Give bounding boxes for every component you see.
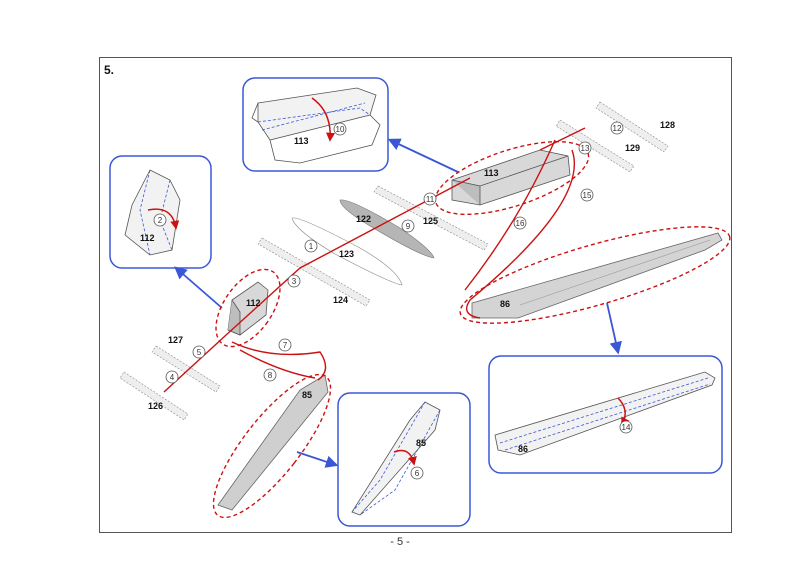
svg-text:4: 4 <box>170 373 175 382</box>
page-number: - 5 - <box>390 536 410 548</box>
part-label: 113 <box>294 136 309 146</box>
step-circle: 11 <box>423 192 437 206</box>
instruction-frame <box>99 57 732 533</box>
inset-112-fold-arrow <box>147 208 180 230</box>
highlight-85 <box>212 373 332 519</box>
part-label: 127 <box>168 335 183 345</box>
blue-arrow-to-86 <box>606 302 622 355</box>
inset-113-part <box>251 87 381 164</box>
step-circle: 2 <box>153 213 167 227</box>
part-label: 126 <box>148 401 163 411</box>
svg-text:11: 11 <box>426 195 435 204</box>
step-circle: 15 <box>580 188 594 202</box>
svg-text:1: 1 <box>309 242 314 251</box>
part-label: 123 <box>339 249 354 259</box>
blue-arrow-to-112 <box>174 266 223 309</box>
blue-arrow-to-113 <box>387 138 459 173</box>
svg-text:16: 16 <box>516 219 525 228</box>
part-label: 112 <box>246 298 261 308</box>
step-circle: 6 <box>410 466 424 480</box>
part-124 <box>257 237 371 307</box>
step-circle: 1 <box>304 239 318 253</box>
highlight-112 <box>215 268 281 348</box>
svg-text:7: 7 <box>283 341 288 350</box>
part-label: 124 <box>333 295 348 305</box>
red-line-7-8 <box>231 341 327 381</box>
step-number: 5. <box>104 63 115 77</box>
step-circle: 10 <box>333 122 347 136</box>
part-label: 125 <box>423 216 438 226</box>
inset-85-part <box>351 401 441 516</box>
part-label: 128 <box>660 120 675 130</box>
red-line-15 <box>466 149 576 319</box>
inset-86-part <box>494 371 716 456</box>
part-128 <box>595 101 669 153</box>
step-circle: 4 <box>165 370 179 384</box>
svg-text:3: 3 <box>292 277 297 286</box>
svg-text:5: 5 <box>197 348 202 357</box>
part-label: 113 <box>484 168 499 178</box>
wing-85 <box>217 374 329 511</box>
step-circle: 7 <box>278 338 292 352</box>
svg-text:15: 15 <box>583 191 592 200</box>
part-label: 129 <box>625 143 640 153</box>
svg-text:6: 6 <box>415 469 420 478</box>
fuselage-block-112 <box>227 281 269 336</box>
step-circle: 5 <box>192 345 206 359</box>
part-126 <box>119 371 189 421</box>
red-line-85 <box>239 349 316 379</box>
part-label: 86 <box>500 299 510 309</box>
step-circle: 12 <box>610 121 624 135</box>
svg-text:14: 14 <box>622 423 631 432</box>
red-line-tail <box>539 127 586 151</box>
part-label: 112 <box>140 233 155 243</box>
part-123 <box>291 217 403 286</box>
step-circle: 13 <box>578 141 592 155</box>
part-label: 85 <box>302 390 312 400</box>
svg-text:13: 13 <box>581 144 590 153</box>
part-127 <box>151 345 221 393</box>
part-label: 86 <box>518 444 528 454</box>
step-circle: 16 <box>513 216 527 230</box>
part-label: 85 <box>416 438 426 448</box>
svg-text:10: 10 <box>336 125 345 134</box>
blue-arrow-to-85 <box>296 451 339 468</box>
inset-85-fold-arrow <box>393 449 417 466</box>
svg-text:2: 2 <box>158 216 163 225</box>
inset-113-fold-arrow <box>311 97 335 142</box>
part-label: 122 <box>356 214 371 224</box>
red-line-16 <box>464 139 556 291</box>
svg-text:9: 9 <box>406 222 411 231</box>
wing-86 <box>471 232 723 319</box>
part-125 <box>373 185 489 251</box>
highlight-86 <box>459 226 731 324</box>
part-122 <box>339 199 435 259</box>
step-circle: 8 <box>263 368 277 382</box>
step-circle: 14 <box>619 420 633 434</box>
svg-text:8: 8 <box>268 371 273 380</box>
step-circle: 3 <box>287 274 301 288</box>
svg-text:12: 12 <box>613 124 622 133</box>
step-circle: 9 <box>401 219 415 233</box>
